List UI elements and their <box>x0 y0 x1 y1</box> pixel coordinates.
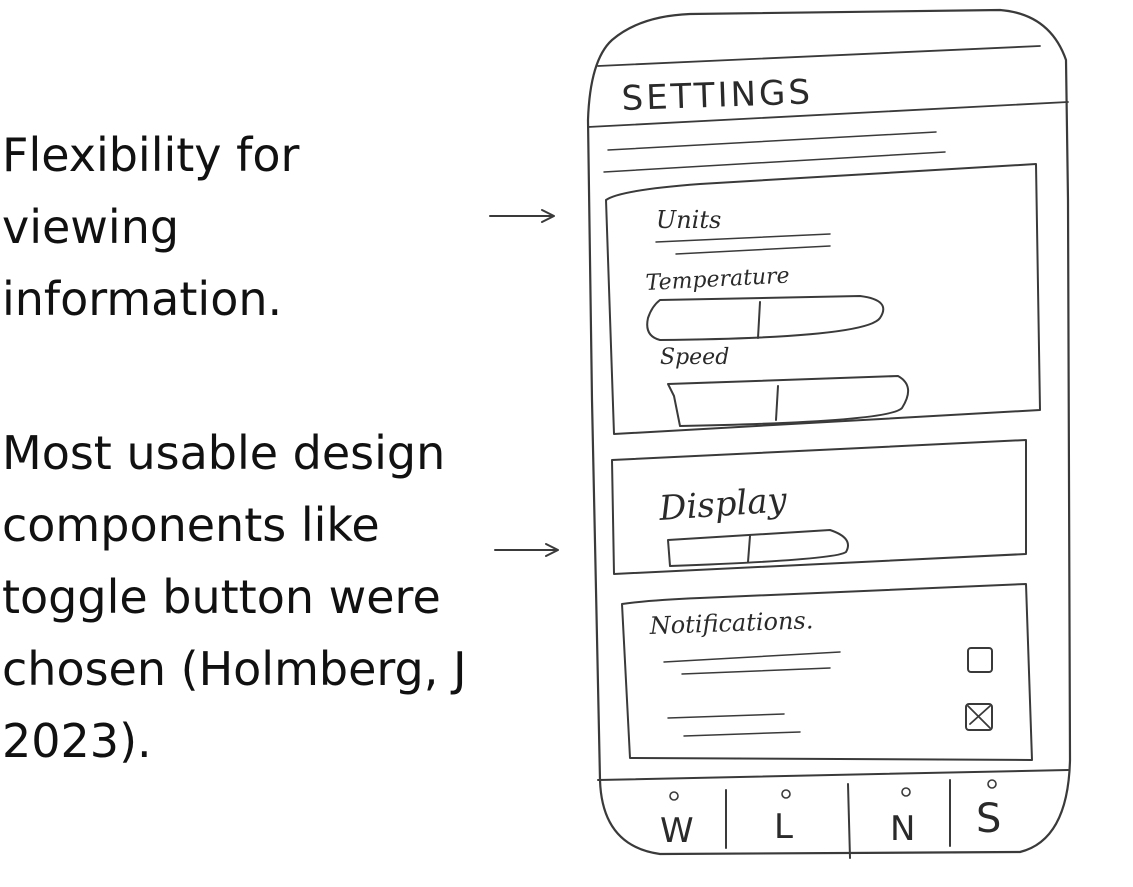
nav-item-s[interactable]: S <box>976 779 1001 842</box>
notifications-heading: Notifications. <box>648 606 814 640</box>
display-card <box>611 439 1027 575</box>
nav-label-l: L <box>774 807 793 847</box>
display-toggle[interactable] <box>667 529 849 567</box>
units-heading: Units <box>656 206 721 234</box>
arrow-right-icon <box>494 543 559 557</box>
nav-label-s: S <box>976 796 1001 842</box>
nav-item-n[interactable]: N <box>890 787 915 849</box>
nav-label-w: W <box>660 811 694 851</box>
page-title: SETTINGS <box>621 72 814 119</box>
arrow-right-icon <box>489 209 555 223</box>
display-heading: Display <box>657 480 789 529</box>
checkbox-icon[interactable] <box>965 703 993 731</box>
speed-label: Speed <box>660 345 729 370</box>
annotation-usability: Most usable design components like toggl… <box>2 426 467 768</box>
notifications-card <box>621 583 1033 761</box>
speed-toggle[interactable] <box>667 375 909 427</box>
nav-item-w[interactable]: W <box>660 791 694 851</box>
temperature-toggle[interactable] <box>646 295 885 341</box>
temperature-label: Temperature <box>645 263 790 296</box>
nav-item-l[interactable]: L <box>774 789 793 847</box>
units-card <box>605 163 1041 435</box>
checkbox-icon[interactable] <box>967 647 993 673</box>
phone-frame <box>586 8 1072 856</box>
nav-label-n: N <box>890 809 915 849</box>
annotation-flexibility: Flexibility for viewing information. <box>2 128 300 326</box>
